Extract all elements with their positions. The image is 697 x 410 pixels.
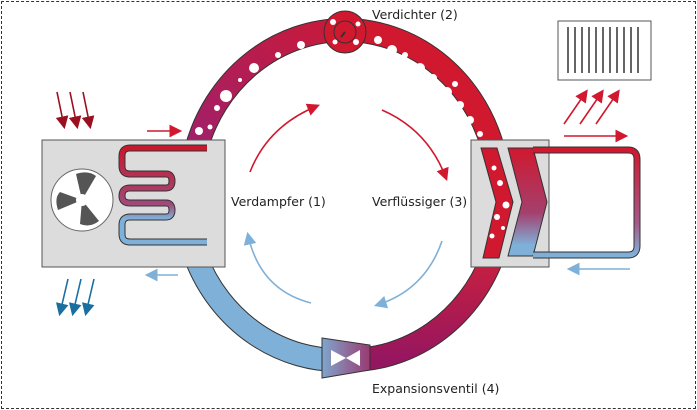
- evaporator-label: Verdampfer (1): [231, 194, 326, 209]
- cold-out-arrow: [81, 278, 95, 317]
- radiator-icon: [557, 20, 652, 81]
- cold-out-arrow: [68, 278, 82, 317]
- cold-out-arrow: [55, 278, 69, 317]
- gas-bubbles: [195, 36, 483, 137]
- condensate-drops: [489, 165, 510, 239]
- condenser-label: Verflüssiger (3): [372, 194, 468, 209]
- flow-arrows: [55, 89, 630, 317]
- compressor-icon: [323, 10, 367, 54]
- expansion-valve-label: Expansionsventil (4): [372, 381, 500, 396]
- expansion-valve-icon: [321, 337, 371, 379]
- evaporator-unit: [41, 139, 226, 268]
- condenser-unit: [470, 139, 641, 268]
- compressor-label: Verdichter (2): [372, 7, 458, 22]
- heat-in-arrow: [68, 91, 82, 130]
- heat-in-arrow: [55, 91, 69, 130]
- heat-in-arrow: [81, 91, 95, 130]
- fan-icon: [50, 168, 114, 232]
